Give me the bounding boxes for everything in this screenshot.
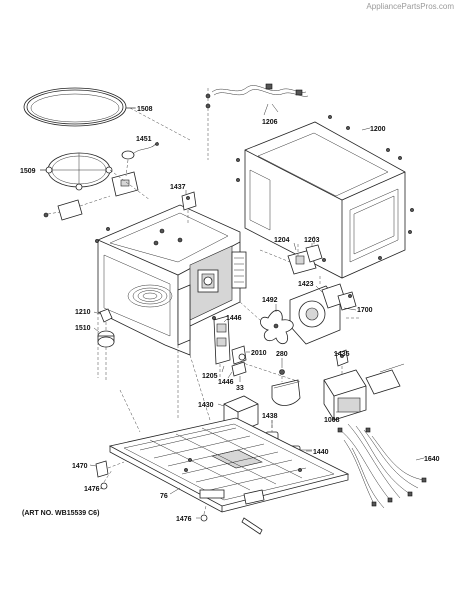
art-number-caption: (ART NO. WB15539 C6) xyxy=(22,510,100,517)
small-bracket-left xyxy=(43,195,111,221)
capacitor xyxy=(271,369,301,406)
part-label-1440: 1440 xyxy=(313,449,329,456)
part-label-1423: 1423 xyxy=(298,281,314,288)
thermostat-assembly xyxy=(287,236,326,275)
outer-cabinet xyxy=(236,115,414,279)
part-label-33: 33 xyxy=(236,385,244,392)
part-label-1205: 1205 xyxy=(202,373,218,380)
part-label-1508: 1508 xyxy=(137,106,153,113)
high-voltage-transformer xyxy=(323,349,405,421)
part-label-1435: 1435 xyxy=(334,351,350,358)
leader-lines xyxy=(40,103,425,519)
part-label-1700: 1700 xyxy=(357,307,373,314)
watermark-text: AppliancePartsPros.com xyxy=(366,2,454,11)
part-label-1438: 1438 xyxy=(262,413,278,420)
part-label-1476-left: 1476 xyxy=(84,486,100,493)
part-label-1451: 1451 xyxy=(136,136,152,143)
oven-cavity xyxy=(95,204,247,356)
part-label-1203: 1203 xyxy=(304,237,320,244)
base-feet xyxy=(95,460,263,535)
part-label-1470: 1470 xyxy=(72,463,88,470)
light-bulb-part xyxy=(111,142,159,197)
base-plate xyxy=(108,417,350,513)
wire-bundle xyxy=(337,423,427,509)
part-label-1446-lower: 1446 xyxy=(218,379,234,386)
part-label-1437: 1437 xyxy=(170,184,186,191)
latch-hook xyxy=(181,191,197,224)
roller-ring xyxy=(40,152,113,191)
part-label-1204: 1204 xyxy=(274,237,290,244)
part-label-1476-bottom: 1476 xyxy=(176,516,192,523)
turntable-ring xyxy=(23,87,135,127)
part-label-1492: 1492 xyxy=(262,297,278,304)
fan-motor-assembly xyxy=(260,274,357,345)
assembly-guide-lines xyxy=(97,107,360,433)
part-label-280: 280 xyxy=(276,351,288,358)
part-label-1430: 1430 xyxy=(198,402,214,409)
part-label-1206: 1206 xyxy=(262,119,278,126)
part-label-1446-upper: 1446 xyxy=(226,315,242,322)
part-label-1640: 1640 xyxy=(424,456,440,463)
turntable-motor xyxy=(97,308,115,380)
part-number-labels: 1508 1451 1509 1206 1200 1437 1204 1203 … xyxy=(20,106,440,523)
part-label-1008: 1008 xyxy=(324,417,340,424)
wire-harness xyxy=(205,83,309,160)
part-label-1509: 1509 xyxy=(20,168,36,175)
part-label-1200: 1200 xyxy=(370,126,386,133)
part-label-76: 76 xyxy=(160,493,168,500)
interlock-switch-assembly xyxy=(212,315,247,380)
part-label-2010: 2010 xyxy=(251,350,267,357)
part-label-1510: 1510 xyxy=(75,325,91,332)
part-label-1210: 1210 xyxy=(75,309,91,316)
